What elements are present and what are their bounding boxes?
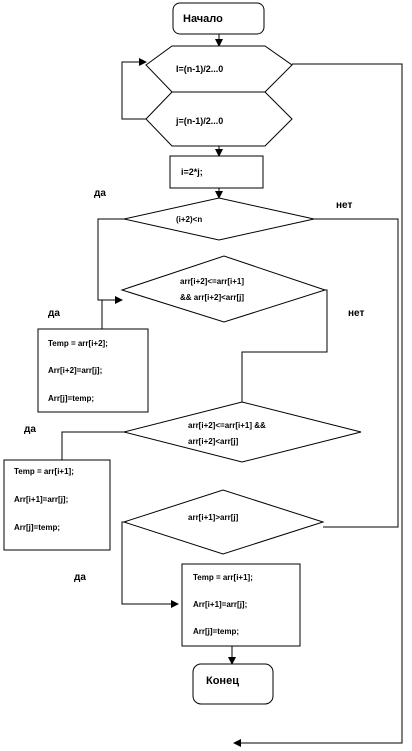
condition-2-diamond: arr[i+2]<=arr[i+1] && arr[i+2]<arr[j]	[120, 255, 327, 323]
swap2-line1: Temp = arr[i+1];	[14, 467, 74, 476]
swap1-line3: Arr[j]=temp;	[48, 394, 94, 403]
label-no-cond1: нет	[336, 200, 352, 211]
line-cond1-no	[314, 218, 399, 528]
line-cond3-yes	[61, 431, 124, 460]
swap-block-2: Temp = arr[i+1]; Arr[i+1]=arr[j]; Arr[j]…	[3, 459, 111, 551]
swap2-line3: Arr[j]=temp;	[14, 523, 60, 532]
swap3-line3: Arr[j]=temp;	[193, 627, 239, 636]
condition-1-label: (i+2)<n	[176, 215, 202, 224]
condition-2-line1: arr[i+2]<=arr[i+1]	[180, 277, 244, 286]
start-label: Начало	[183, 13, 223, 25]
swap3-line2: Arr[i+1]=arr[j];	[193, 600, 247, 609]
arrow-loop-back	[121, 58, 147, 120]
branch-labels: да нет да нет да да	[24, 188, 364, 583]
swap2-line2: Arr[i+1]=arr[j];	[14, 495, 68, 504]
outer-loop-label: I=(n-1)/2...0	[176, 64, 223, 74]
condition-3-line1: arr[i+2]<=arr[i+1] &&	[188, 421, 266, 430]
label-yes-cond3: да	[24, 424, 36, 435]
label-yes-cond2: да	[48, 308, 60, 319]
condition-3-line2: arr[i+2]<arr[j]	[188, 437, 239, 446]
label-yes-cond1: да	[94, 188, 106, 199]
swap1-line2: Arr[i+2]=arr[j];	[48, 366, 102, 375]
end-terminal: Конец	[192, 663, 274, 705]
label-no-cond2: нет	[348, 308, 364, 319]
condition-3-diamond: arr[i+2]<=arr[i+1] && arr[i+2]<arr[j]	[123, 401, 362, 463]
assign-i-block: i=2*j;	[169, 155, 264, 189]
inner-loop-label: j=(n-1)/2...0	[175, 116, 223, 126]
assign-i-label: i=2*j;	[181, 167, 203, 177]
condition-1-diamond: (i+2)<n	[123, 197, 315, 241]
condition-2-line2: && arr[i+2]<arr[j]	[180, 293, 244, 302]
inner-loop-hexagon: j=(n-1)/2...0	[145, 91, 293, 147]
start-terminal: Начало	[172, 2, 265, 35]
arrow-outer-loop-exit	[233, 63, 403, 747]
swap3-line1: Temp = arr[i+1];	[193, 573, 253, 582]
end-label: Конец	[206, 675, 239, 687]
label-yes-cond4: да	[74, 572, 86, 583]
swap-block-1: Temp = arr[i+2]; Arr[i+2]=arr[j]; Arr[j]…	[37, 328, 149, 413]
condition-4-diamond: arr[i+1]>arr[j]	[122, 489, 325, 555]
condition-4-label: arr[i+1]>arr[j]	[188, 513, 239, 522]
swap-block-3: Temp = arr[i+1]; Arr[i+1]=arr[j]; Arr[j]…	[181, 563, 301, 647]
outer-loop-hexagon: I=(n-1)/2...0	[145, 45, 293, 93]
arrow-cond1-yes	[97, 218, 124, 304]
swap1-line1: Temp = arr[i+2];	[48, 339, 108, 348]
